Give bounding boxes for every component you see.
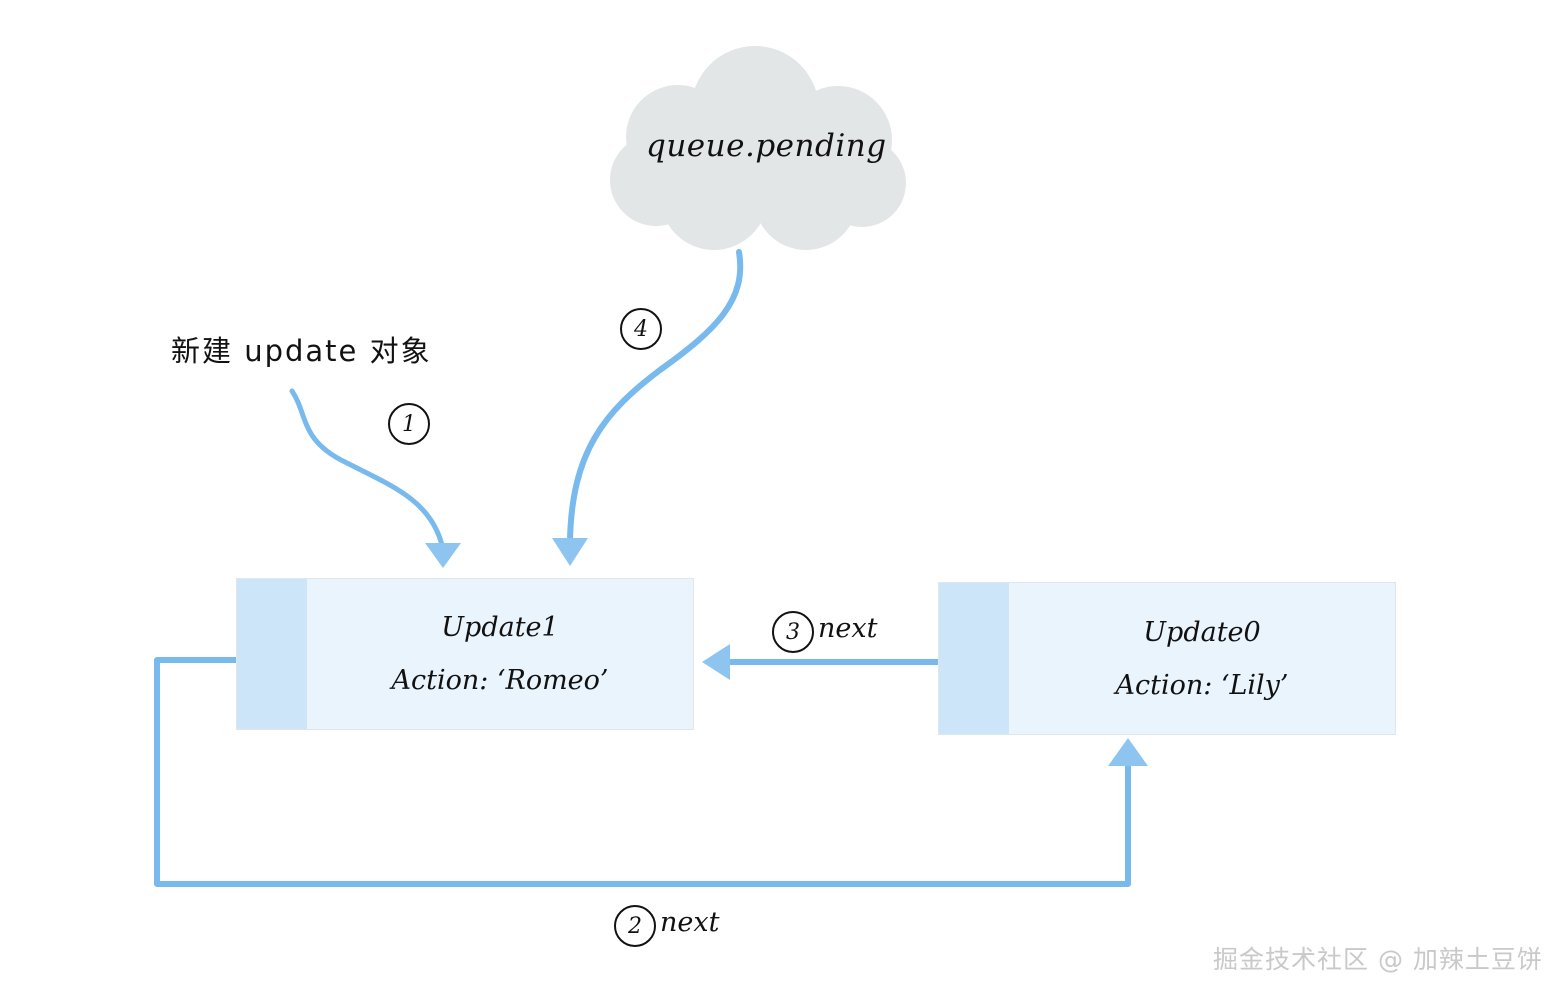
node-update1-stripe — [237, 579, 307, 729]
arrow-next-update0-to-update1 — [702, 644, 978, 680]
cloud-shape — [610, 46, 906, 250]
arrow-next-update1-to-update0 — [154, 657, 1148, 887]
node-update1-action: Action: ‘Romeo’ — [391, 665, 609, 696]
step-label-2-next: next — [660, 907, 720, 938]
node-update0-title: Update0 — [1143, 616, 1261, 648]
step-label-3-next: next — [818, 613, 878, 644]
arrow-queue-pending-to-update1 — [552, 249, 744, 566]
step-badge-3: 3 — [772, 611, 814, 653]
step-badge-4: 4 — [620, 308, 662, 350]
step-badge-1: 1 — [388, 403, 430, 445]
node-update0-action: Action: ‘Lily’ — [1115, 669, 1289, 701]
node-update0-stripe — [939, 583, 1009, 734]
step-badge-2: 2 — [614, 905, 656, 947]
cloud-label: queue.pending — [646, 128, 887, 164]
node-update0[interactable]: Update0 Action: ‘Lily’ — [938, 582, 1396, 735]
node-update1-title: Update1 — [441, 612, 559, 643]
annotation-create-update: 新建 update 对象 — [171, 334, 432, 368]
arrow-create-update — [289, 388, 461, 568]
node-update1-content: Update1 Action: ‘Romeo’ — [307, 579, 693, 729]
watermark: 掘金技术社区 @ 加辣土豆饼 — [1213, 945, 1543, 974]
node-update0-content: Update0 Action: ‘Lily’ — [1009, 583, 1395, 734]
node-update1[interactable]: Update1 Action: ‘Romeo’ — [236, 578, 694, 730]
